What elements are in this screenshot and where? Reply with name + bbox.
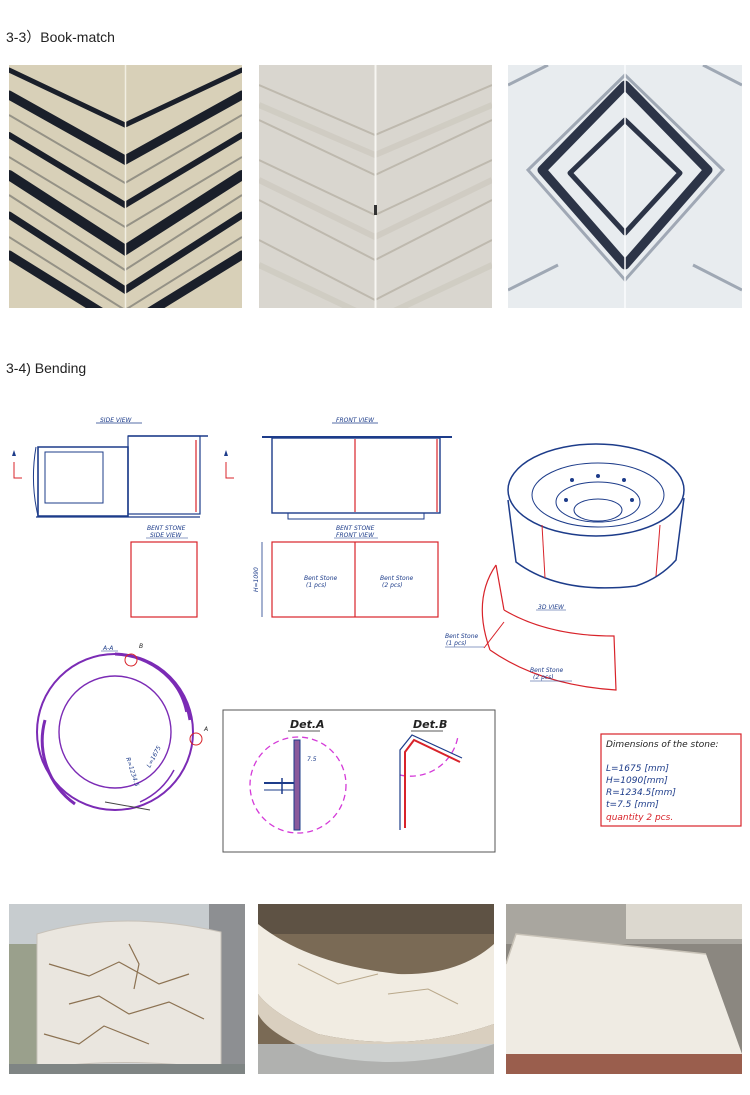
three-d-view: 3D VIEW (507, 443, 685, 611)
bent-stone-photo-slab-workshop (506, 904, 742, 1074)
bent-stone-1-label-1: Bent Stone (304, 575, 338, 582)
bent-stone-2-label-2: (2 pcs) (382, 582, 403, 589)
bent-stone-side-view: BENT STONE SIDE VIEW (130, 525, 198, 618)
front-view-label: FRONT VIEW (336, 417, 375, 424)
side-view: SIDE VIEW (12, 417, 234, 518)
bent-stone-3d-1-label-2: (1 pcs) (446, 640, 467, 647)
bent-stone-1-label-2: (1 pcs) (306, 582, 327, 589)
detail-a-title: Det.A (290, 718, 325, 731)
radius-dimension: R=1234.5 (124, 756, 140, 787)
bent-stone-3d-1-label-1: Bent Stone (445, 633, 479, 640)
spec-quantity: quantity 2 pcs. (606, 813, 673, 823)
bent-stone-photo-curved-panel (9, 904, 245, 1074)
side-view-label: SIDE VIEW (100, 417, 133, 424)
section-heading-bookmatch: 3-3）Book-match (6, 29, 115, 45)
spec-title: Dimensions of the stone: (606, 740, 719, 750)
bent-stone-side-label-2: SIDE VIEW (150, 532, 183, 539)
detail-box: Det.A Det.B 7.5 (222, 709, 496, 853)
spec-line-4: t=7.5 [mm] (606, 800, 659, 810)
section-heading-bending-text: 3-4) Bending (6, 360, 87, 376)
bookmatch-photo-light-grey-marble (259, 65, 492, 308)
bookmatch-photo-diamond-pattern (508, 65, 742, 308)
bent-stone-3d: Bent Stone (1 pcs) Bent Stone (2 pcs) (445, 564, 617, 691)
bent-stone-side-label-1: BENT STONE (147, 525, 186, 532)
spec-line-1: L=1675 [mm] (606, 764, 669, 774)
bent-stone-photo-bending-process (258, 904, 494, 1074)
marker-b: B (139, 643, 143, 650)
spec-line-3: R=1234.5[mm] (606, 788, 676, 798)
bent-stone-2-label-1: Bent Stone (380, 575, 414, 582)
bookmatch-photo-black-white-chevron (9, 65, 242, 308)
section-a-a-plan: A-A B A R=1234.5 L=1675 (36, 643, 208, 811)
bending-cad-drawing: SIDE VIEW FRONT VIEW BENT STON (0, 390, 750, 860)
thickness-dimension: 7.5 (307, 756, 317, 763)
three-d-view-label: 3D VIEW (538, 604, 565, 611)
height-dimension: H=1090 (253, 567, 260, 592)
marker-a: A (203, 726, 208, 733)
spec-line-2: H=1090[mm] (606, 776, 668, 786)
bent-stone-3d-2-label-2: (2 pcs) (533, 674, 554, 681)
detail-b-title: Det.B (413, 718, 447, 731)
bent-stone-3d-2-label-1: Bent Stone (530, 667, 564, 674)
front-view: FRONT VIEW (262, 417, 452, 520)
bent-stone-front-label-1: BENT STONE (336, 525, 375, 532)
bent-stone-front-label-2: FRONT VIEW (336, 532, 375, 539)
dimensions-box: Dimensions of the stone: L=1675 [mm] H=1… (600, 733, 742, 827)
bent-stone-front-view: BENT STONE FRONT VIEW H=1090 Bent Stone … (253, 525, 439, 618)
section-a-a-label: A-A (102, 645, 113, 652)
section-heading-bending: 3-4) Bending (6, 360, 86, 376)
